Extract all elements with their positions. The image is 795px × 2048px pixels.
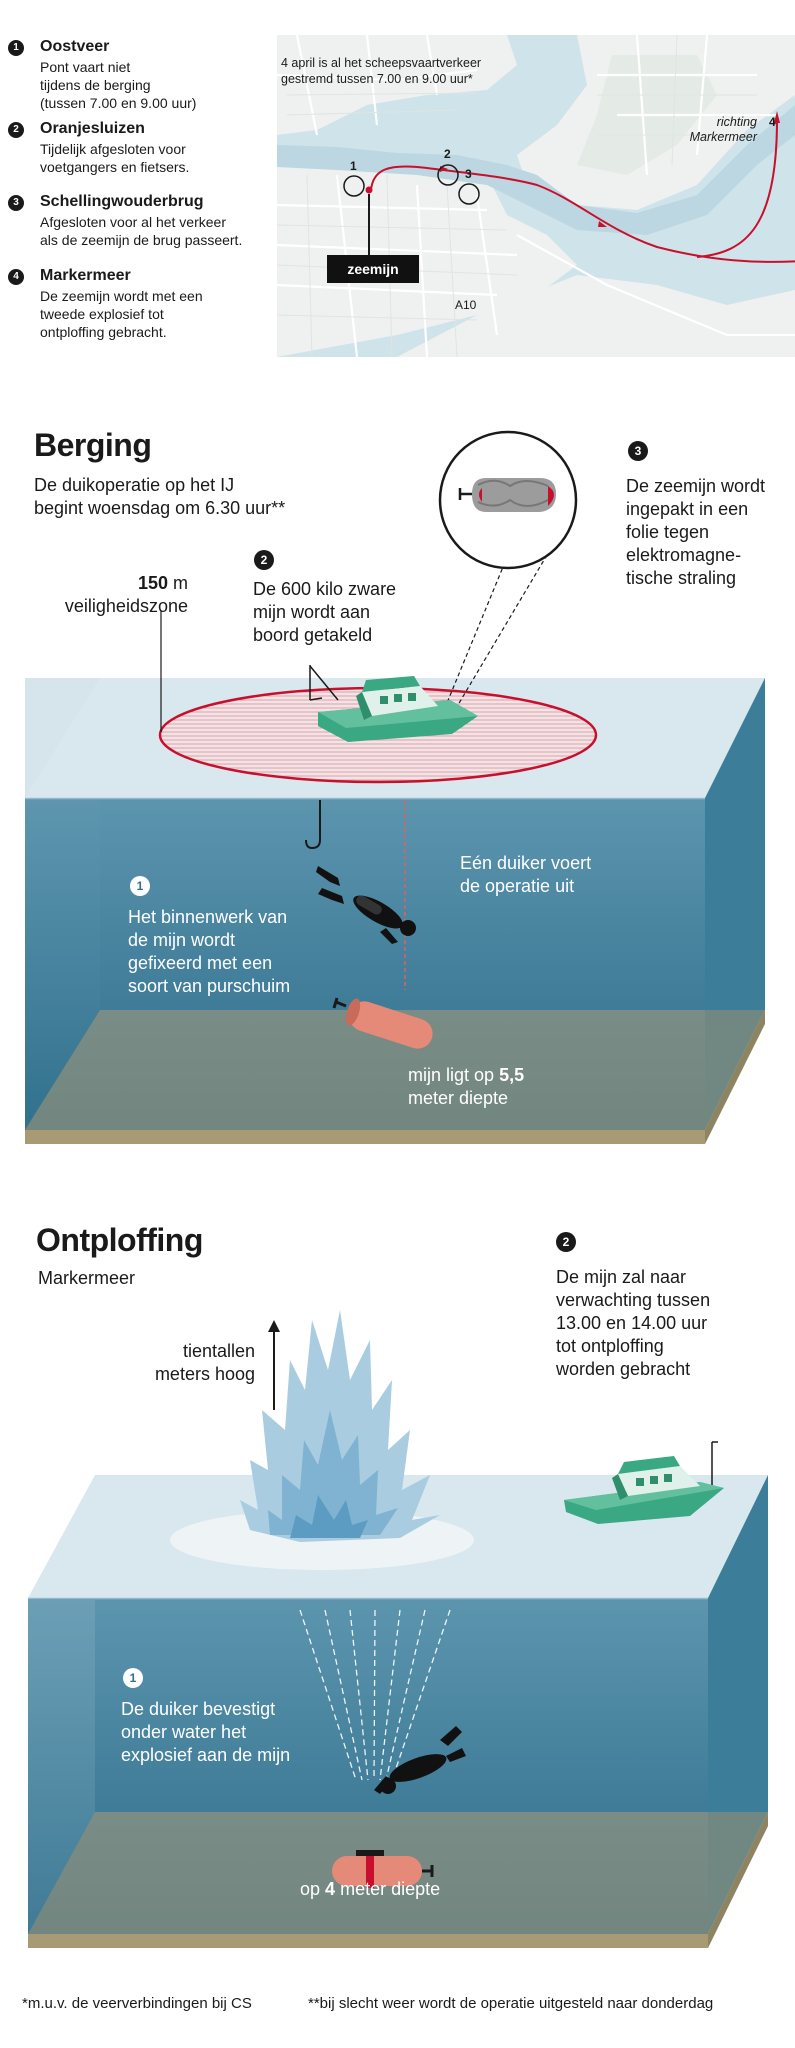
height-label: tientallen meters hoog [154,1341,255,1384]
berging-boat [309,665,478,742]
berging-step3-number: 3 [628,441,648,461]
legend-number-4: 4 [8,269,24,285]
ontploffing-step2-text: De mijn zal naar verwachting tussen 13.0… [556,1267,711,1379]
map-marker-2-label: 2 [444,147,451,161]
ontploffing-title: Ontploffing [36,1222,203,1258]
berging-step2-text: De 600 kilo zware mijn wordt aan boord g… [253,579,397,645]
berging-subtitle: De duikoperatie op het IJ begint woensda… [34,475,286,518]
route-map: 4 april is al het scheepsvaartverkeer ge… [277,35,795,357]
safety-zone-label: 150 m veiligheidszone [64,573,188,616]
ontploffing-subtitle: Markermeer [38,1268,136,1288]
ontploffing-boat [564,1441,724,1524]
berging-mine [332,997,433,1049]
map-graphic [277,35,795,357]
map-note: 4 april is al het scheepsvaartverkeer ge… [281,56,482,86]
ontploffing-diver [374,1726,466,1794]
berging-step1-number: 1 [130,876,150,896]
berging-step3-text: De zeemijn wordt ingepakt in een folie t… [626,476,766,588]
legend-title-3: Schellingwouderbrug [40,193,204,210]
legend-number-2: 2 [8,122,24,138]
berging-step2-number: 2 [254,550,274,570]
ontploffing-depth-text: op 4 meter diepte [300,1879,441,1899]
legend-text-3: Afgesloten voor al het verkeer als de ze… [40,214,243,248]
footnote-1: *m.u.v. de veerverbindingen bij CS [22,1995,252,2012]
legend-title-1: Oostveer [40,38,110,55]
legend: 1 Oostveer Pont vaart niet tijdens de be… [8,38,268,358]
ontploffing-scene [28,1310,768,1948]
legend-text-2: Tijdelijk afgesloten voor voetgangers en… [40,141,190,175]
ontploffing-step2-number: 2 [556,1232,576,1252]
berging-diver [316,866,416,944]
map-marker-4-label: 4 [769,115,776,129]
berging-depth-text: mijn ligt op 5,5 meter diepte [408,1065,525,1108]
map-marker-1-label: 1 [350,159,357,173]
ontploffing-step1-text: De duiker bevestigt onder water het expl… [121,1699,291,1765]
map-zeemijn-label: zeemijn [347,261,399,277]
legend-title-2: Oranjesluizen [40,120,145,137]
map-direction-label: richting Markermeer [689,115,757,144]
map-marker-3-label: 3 [465,167,472,181]
legend-title-4: Markermeer [40,267,131,284]
berging-diver-text: Eén duiker voert de operatie uit [460,853,592,896]
berging-scene [25,430,765,1144]
legend-text-4: De zeemijn wordt met een tweede explosie… [40,288,203,340]
legend-number-1: 1 [8,40,24,56]
ontploffing-mine [332,1850,434,1888]
explosion-plume [240,1310,440,1542]
legend-number-3: 3 [8,195,24,211]
footnote-2: **bij slecht weer wordt de operatie uitg… [308,1995,714,2012]
ontploffing-step1-number: 1 [123,1668,143,1688]
legend-text-1: Pont vaart niet tijdens de berging (tuss… [40,59,197,111]
berging-title: Berging [34,427,152,463]
berging-step1-text: Het binnenwerk van de mijn wordt gefixee… [128,907,291,996]
map-a10-label: A10 [455,298,477,312]
